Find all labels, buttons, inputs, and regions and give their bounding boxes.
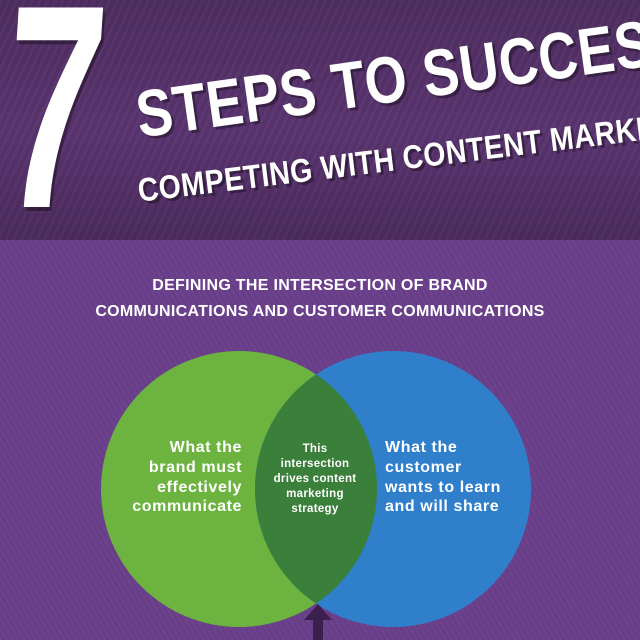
venn-right-label: What the customer wants to learn and wil… bbox=[385, 438, 535, 517]
venn-center-line: strategy bbox=[291, 502, 339, 515]
section-heading-line-1: DEFINING THE INTERSECTION OF BRAND bbox=[152, 277, 488, 294]
section-heading-line-2: COMMUNICATIONS AND CUSTOMER COMMUNICATIO… bbox=[95, 303, 545, 320]
venn-right-line: What the bbox=[385, 439, 458, 456]
content-panel bbox=[0, 240, 640, 640]
venn-center-line: intersection bbox=[280, 457, 350, 470]
venn-center-line: marketing bbox=[286, 487, 344, 500]
venn-left-line: communicate bbox=[132, 498, 242, 516]
arrow-up-icon bbox=[304, 604, 332, 640]
header-banner: 7 STEPS TO SUCCESS COMPETING WITH CONTEN… bbox=[0, 0, 640, 240]
venn-center-line: drives content bbox=[273, 472, 357, 485]
venn-center-label: This intersection drives content marketi… bbox=[262, 442, 368, 517]
venn-left-line: brand must bbox=[148, 458, 242, 476]
venn-center-line: This bbox=[302, 443, 328, 455]
venn-left-line: effectively bbox=[157, 478, 242, 496]
venn-right-line: customer bbox=[385, 458, 462, 476]
venn-left-label: What the brand must effectively communic… bbox=[112, 438, 242, 517]
venn-right-line: and will share bbox=[385, 498, 500, 516]
venn-intersection bbox=[255, 351, 377, 627]
venn-right-line: wants to learn bbox=[385, 478, 501, 496]
venn-left-line: What the bbox=[169, 439, 242, 456]
